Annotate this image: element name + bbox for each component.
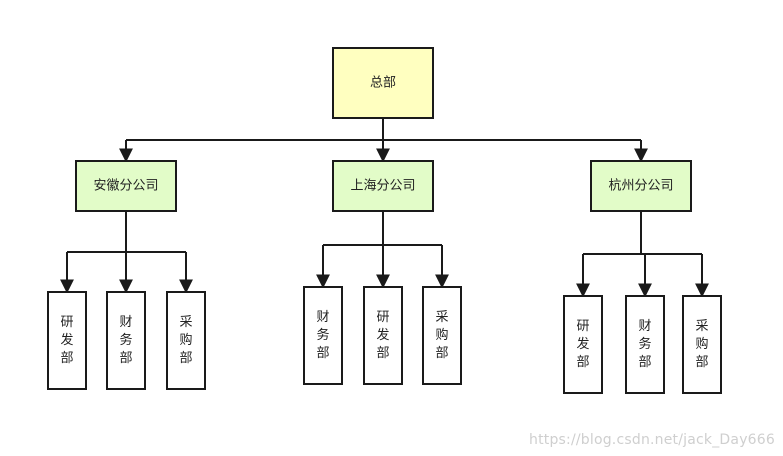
department-node: 财务部 — [303, 286, 343, 385]
department-node: 采购部 — [682, 295, 722, 394]
department-label: 研发部 — [60, 315, 73, 366]
department-box — [563, 295, 603, 394]
department-label: 研发部 — [376, 310, 389, 361]
department-label: 财务部 — [316, 310, 329, 361]
department-box — [682, 295, 722, 394]
watermark-text: https://blog.csdn.net/jack_Day666 — [529, 432, 775, 448]
branch-label: 杭州分公司 — [608, 179, 673, 194]
department-node: 财务部 — [106, 291, 146, 390]
department-box — [422, 286, 462, 385]
branch-label: 安徽分公司 — [93, 179, 158, 194]
department-node: 采购部 — [166, 291, 206, 390]
department-box — [303, 286, 343, 385]
branch-node-3: 杭州分公司 — [590, 160, 692, 212]
department-box — [166, 291, 206, 390]
department-box — [625, 295, 665, 394]
department-box — [106, 291, 146, 390]
department-box — [363, 286, 403, 385]
branch-box — [332, 160, 434, 212]
department-node: 采购部 — [422, 286, 462, 385]
department-node: 财务部 — [625, 295, 665, 394]
root-node: 总部 — [332, 47, 434, 119]
department-label: 采购部 — [179, 315, 192, 366]
root-label: 总部 — [370, 76, 396, 91]
connector-lines — [60, 118, 709, 298]
department-box — [47, 291, 87, 390]
department-label: 采购部 — [695, 319, 708, 370]
department-label: 研发部 — [576, 319, 589, 370]
branch-node-2: 上海分公司 — [332, 160, 434, 212]
department-node: 研发部 — [363, 286, 403, 385]
branch-label: 上海分公司 — [350, 179, 415, 194]
department-label: 采购部 — [435, 310, 448, 361]
branch-box — [75, 160, 177, 212]
department-node: 研发部 — [563, 295, 603, 394]
department-label: 财务部 — [638, 319, 651, 370]
root-box — [332, 47, 434, 119]
branch-box — [590, 160, 692, 212]
department-label: 财务部 — [119, 315, 132, 366]
branch-node-1: 安徽分公司 — [75, 160, 177, 212]
department-node: 研发部 — [47, 291, 87, 390]
